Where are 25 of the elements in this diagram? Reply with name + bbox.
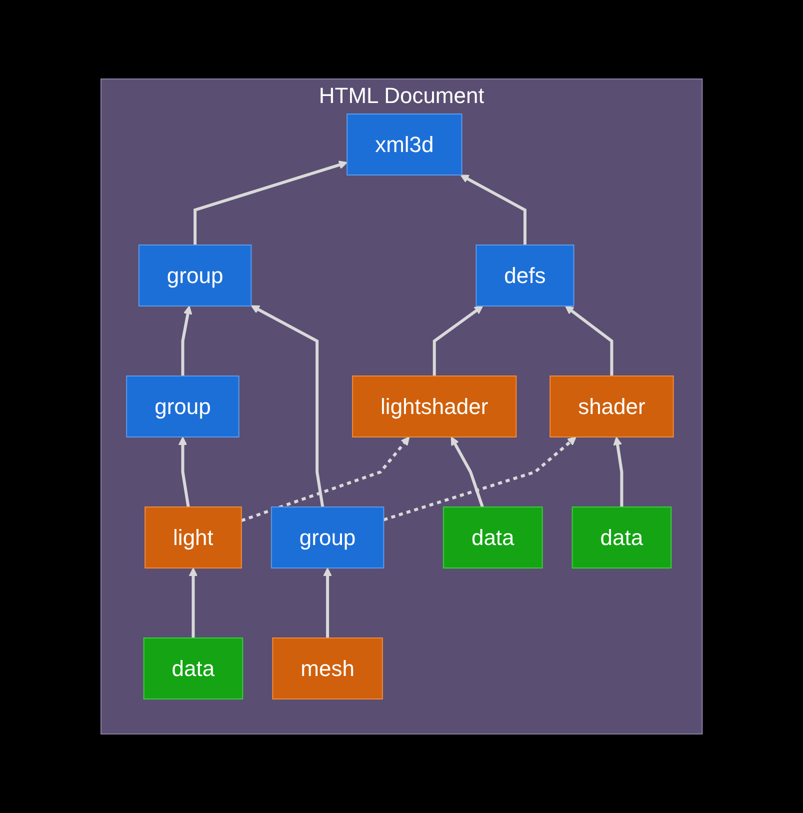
arrow	[193, 160, 348, 245]
node-box: xml3d	[346, 114, 462, 176]
node-box: shader	[549, 376, 674, 438]
node-box: group	[270, 506, 384, 568]
node-box: mesh	[272, 637, 383, 700]
arrow	[323, 568, 332, 638]
node-box: data	[143, 637, 244, 700]
node-box: group	[138, 244, 252, 306]
arrow	[460, 174, 526, 245]
arrow	[250, 305, 324, 508]
node-box: light	[144, 506, 242, 568]
arrow	[188, 568, 198, 638]
arrow	[383, 436, 576, 522]
arrow	[450, 436, 484, 508]
arrow	[181, 306, 192, 376]
arrow	[432, 306, 484, 376]
arrow	[240, 436, 410, 522]
node-box: data	[572, 506, 672, 568]
node-box: lightshader	[352, 376, 517, 438]
node-box: group	[126, 376, 240, 438]
arrow	[178, 436, 190, 508]
node-box: data	[442, 506, 543, 568]
arrow	[564, 306, 614, 376]
arrow	[613, 436, 624, 507]
node-box: defs	[476, 244, 574, 306]
